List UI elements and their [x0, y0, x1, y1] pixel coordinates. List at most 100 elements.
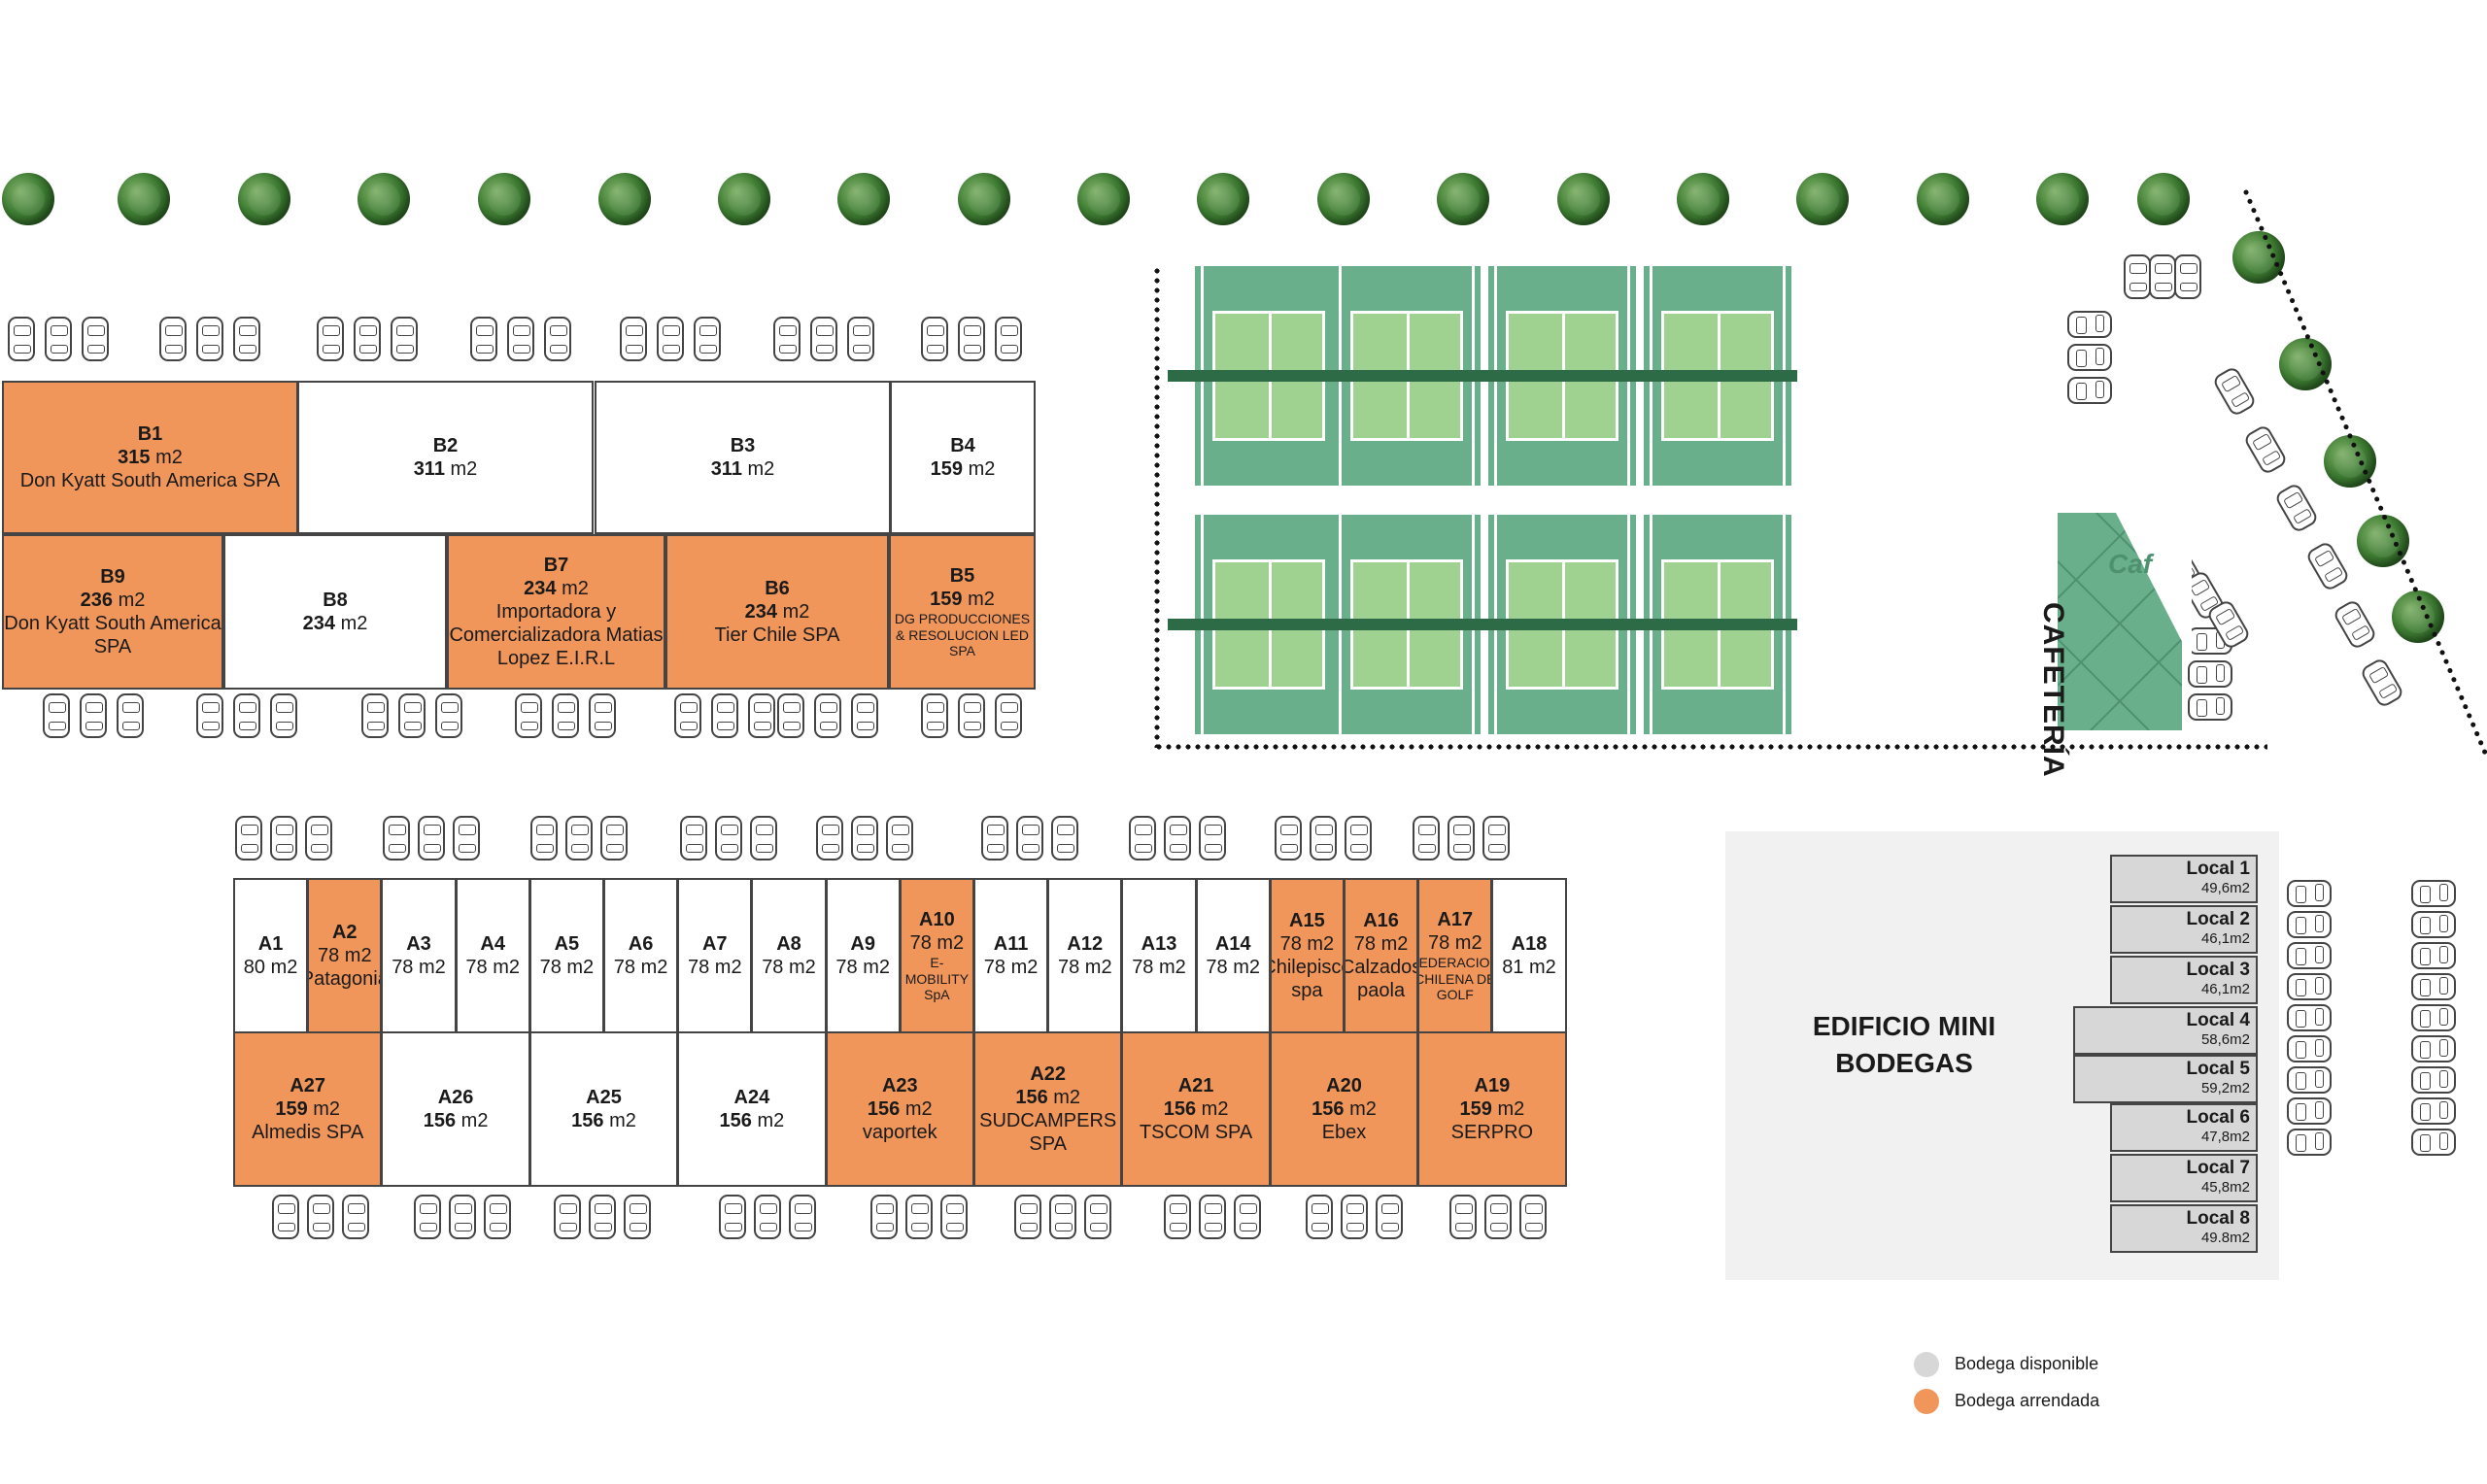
unit-id: A3 — [406, 933, 431, 955]
car-icon — [272, 1195, 299, 1239]
mini-bodegas-title-line2: BODEGAS — [1835, 1047, 1973, 1078]
unit-area-value: 156 — [867, 1098, 901, 1120]
unit-tenant: TSCOM SPA — [1139, 1122, 1253, 1143]
unit-id: B6 — [765, 578, 790, 599]
car-icon — [940, 1195, 968, 1239]
tree-icon — [2279, 338, 2332, 390]
car-icon — [2287, 1035, 2332, 1062]
unit-area-value: 159 — [275, 1098, 308, 1120]
tree-icon — [478, 173, 530, 225]
car-icon — [1049, 1195, 1076, 1239]
car-icon — [1484, 1195, 1512, 1239]
tree-icon — [1317, 173, 1370, 225]
car-icon — [1448, 816, 1475, 860]
unit-area: 156 m2 — [720, 1109, 785, 1132]
unit-id: A23 — [881, 1075, 918, 1096]
car-icon — [398, 693, 426, 738]
unit-area: 78 m2 — [835, 957, 890, 978]
car-icon — [80, 693, 107, 738]
unit-id: A2 — [331, 922, 358, 943]
car-icon — [530, 816, 558, 860]
unit-area-unit: m2 — [340, 613, 368, 634]
unit-id: A18 — [1511, 933, 1548, 955]
car-icon — [1234, 1195, 1261, 1239]
local-name: Local 8 — [2186, 1208, 2250, 1229]
unit-area-unit: m2 — [155, 447, 183, 468]
unit-area: 236 m2 — [81, 589, 146, 612]
unit-area: 159 m2 — [930, 588, 995, 611]
car-icon — [1306, 1195, 1333, 1239]
tree-icon — [837, 173, 890, 225]
car-icon — [624, 1195, 651, 1239]
unit-id: A24 — [733, 1087, 770, 1108]
unit-id: A14 — [1214, 933, 1251, 955]
car-icon — [715, 816, 742, 860]
car-icon — [233, 317, 260, 361]
unit-area: 78 m2 — [909, 931, 965, 954]
car-icon — [2149, 254, 2176, 299]
car-icon — [515, 693, 542, 738]
unit-area: 78 m2 — [762, 957, 816, 978]
unit-id: A7 — [701, 933, 728, 955]
unit-area: 78 m2 — [1132, 957, 1186, 978]
local-area: 46,1m2 — [2200, 929, 2250, 947]
car-icon — [589, 1195, 616, 1239]
car-icon — [600, 816, 628, 860]
car-icon — [361, 693, 389, 738]
car-icon — [2411, 1129, 2456, 1156]
car-icon — [435, 693, 462, 738]
unit-area-value: 234 — [302, 613, 335, 634]
car-icon — [449, 1195, 476, 1239]
unit-area: 78 m2 — [539, 957, 595, 978]
car-icon — [748, 693, 775, 738]
car-icon — [2287, 973, 2332, 1000]
unit-area-value: 156 — [1015, 1087, 1048, 1108]
local-name: Local 5 — [2186, 1059, 2250, 1079]
car-icon — [470, 317, 497, 361]
